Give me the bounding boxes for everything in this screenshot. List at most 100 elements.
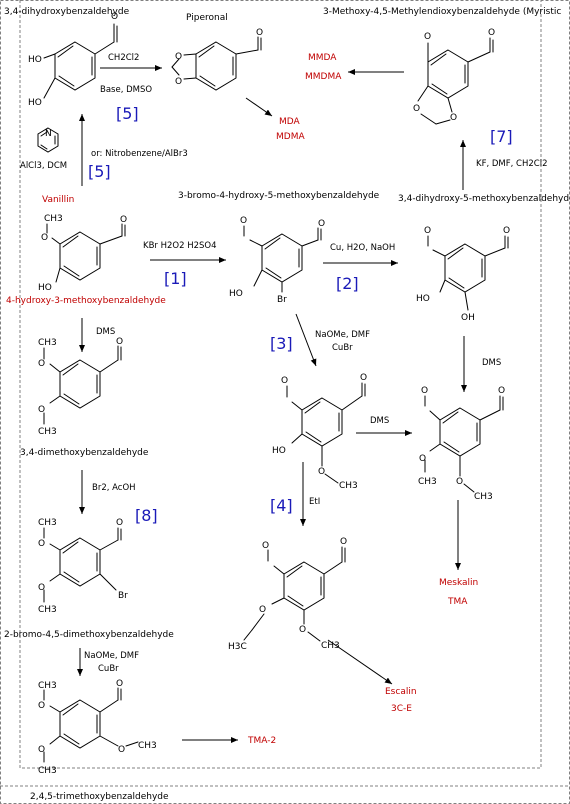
atom-o: O xyxy=(38,359,45,369)
atom-o: O xyxy=(175,77,182,87)
atom-n: N xyxy=(45,129,52,139)
cond-s7: KF, DMF, CH2Cl2 xyxy=(476,159,547,169)
product-3c-e: 3C-E xyxy=(391,704,412,714)
atom-o: O xyxy=(38,583,45,593)
label-bromo-dimethoxybenzaldehyde: 2-bromo-4,5-dimethoxybenzaldehyde xyxy=(4,630,174,640)
label-dimethoxybenzaldehyde: 3,4-dimethoxybenzaldehyde xyxy=(20,448,149,458)
label-bromovanillin: 3-bromo-4-hydroxy-5-methoxybenzaldehyde xyxy=(178,191,380,201)
atom-oh: OH xyxy=(461,313,475,323)
step-4: [4] xyxy=(270,496,293,515)
atom-o: O xyxy=(424,226,431,236)
atom-o: O xyxy=(38,405,45,415)
atom-ch3: CH3 xyxy=(138,741,157,751)
step-1: [1] xyxy=(164,269,187,288)
atom-ho: HO xyxy=(272,446,286,456)
label-piperonal: Piperonal xyxy=(186,13,228,23)
atom-o: O xyxy=(116,679,123,689)
atom-o: O xyxy=(262,541,269,551)
cond-s5-a: AlCl3, DCM xyxy=(20,161,67,171)
step-5: [5] xyxy=(88,162,111,181)
label-dihydroxybenzaldehyde: 3,4-dihydroxybenzaldehyde xyxy=(4,7,130,17)
molecule-dihydroxy-methoxybenzaldehyde xyxy=(427,235,509,311)
molecule-trimethoxybenzaldehyde-245 xyxy=(43,687,139,763)
cond-dms: DMS xyxy=(96,327,115,337)
atom-ho: HO xyxy=(416,294,430,304)
atom-o: O xyxy=(299,625,306,635)
atom-ho: HO xyxy=(38,283,52,293)
atom-o: O xyxy=(111,12,118,22)
atom-o: O xyxy=(419,454,426,464)
atom-o: O xyxy=(421,386,428,396)
molecule-vanillin xyxy=(46,223,126,283)
atom-o: O xyxy=(424,32,431,42)
atom-br: Br xyxy=(277,295,287,305)
atom-o: O xyxy=(256,28,263,38)
label-trimethoxybenzaldehyde-245: 2,4,5-trimethoxybenzaldehyde xyxy=(30,792,169,802)
molecule-dihydroxybenzaldehyde xyxy=(43,23,118,99)
label-vanillin: Vanillin xyxy=(42,195,74,205)
atom-o: O xyxy=(450,113,457,123)
atom-o: O xyxy=(38,745,45,755)
step-7: [7] xyxy=(490,127,513,146)
product-tma-2: TMA-2 xyxy=(247,736,276,746)
product-mdma: MDMA xyxy=(276,132,305,142)
atom-ch3: CH3 xyxy=(38,518,57,528)
arrow-to-escalin xyxy=(327,639,393,685)
step-6: [5] xyxy=(116,104,139,123)
product-mmda: MMDA xyxy=(308,53,337,63)
molecule-bromovanillin xyxy=(243,225,322,293)
atom-o: O xyxy=(498,386,505,396)
cond-cubr: CuBr xyxy=(98,664,119,674)
atom-ch3: CH3 xyxy=(44,214,63,224)
atom-br: Br xyxy=(118,591,128,601)
cond-s3-b: CuBr xyxy=(332,343,353,353)
atom-o: O xyxy=(259,605,266,615)
molecule-trimethoxybenzaldehyde xyxy=(424,395,504,493)
cond-s3-a: NaOMe, DMF xyxy=(315,330,370,340)
atom-h3c: H3C xyxy=(228,642,247,652)
cond-dms: DMS xyxy=(370,416,389,426)
atom-ch3: CH3 xyxy=(38,766,57,776)
product-escalin: Escalin xyxy=(385,687,417,697)
cond-s6-b: Base, DMSO xyxy=(100,85,152,95)
cond-s6-a: CH2Cl2 xyxy=(108,53,139,63)
atom-o: O xyxy=(413,104,420,114)
label-dihydroxy-methoxybenzaldehyde: 3,4-dihydroxy-5-methoxybenzaldehyde xyxy=(398,194,570,204)
atom-ho: HO xyxy=(229,289,243,299)
atom-o: O xyxy=(120,215,127,225)
atom-o: O xyxy=(38,539,45,549)
label-myristicin-aldehyde: 3-Methoxy-4,5-Methylendioxybenzaldehyde … xyxy=(323,7,561,17)
atom-o: O xyxy=(340,537,347,547)
cond-naome: NaOMe, DMF xyxy=(84,651,139,661)
product-mmdma: MMDMA xyxy=(305,72,342,82)
cond-s2: Cu, H2O, NaOH xyxy=(330,243,395,253)
molecule-myristicin-aldehyde xyxy=(417,37,494,125)
atom-ch3: CH3 xyxy=(418,477,437,487)
atom-o: O xyxy=(360,373,367,383)
arrow-step-3 xyxy=(295,313,317,367)
atom-ch3: CH3 xyxy=(38,427,57,437)
molecule-dimethoxybenzaldehyde xyxy=(43,345,122,425)
atom-o: O xyxy=(281,376,288,386)
atom-o: O xyxy=(456,477,463,487)
atom-o: O xyxy=(318,219,325,229)
cond-s5-b: or: Nitrobenzene/AlBr3 xyxy=(91,149,188,159)
atom-o: O xyxy=(175,52,182,62)
cond-s4: EtI xyxy=(309,497,320,507)
cond-s1: KBr H2O2 H2SO4 xyxy=(143,241,217,251)
atom-o: O xyxy=(116,518,123,528)
atom-ho: HO xyxy=(28,55,42,65)
atom-ch3: CH3 xyxy=(339,481,358,491)
atom-ch3: CH3 xyxy=(474,492,493,502)
atom-ch3: CH3 xyxy=(38,338,57,348)
atom-o: O xyxy=(318,467,325,477)
atom-o: O xyxy=(240,216,247,226)
cond-s8: Br2, AcOH xyxy=(92,483,136,493)
product-meskalin: Meskalin xyxy=(439,578,478,588)
atom-ho: HO xyxy=(28,98,42,108)
atom-o: O xyxy=(38,701,45,711)
product-tma: TMA xyxy=(447,597,468,607)
cond-dms: DMS xyxy=(482,358,501,368)
atom-o: O xyxy=(503,226,510,236)
